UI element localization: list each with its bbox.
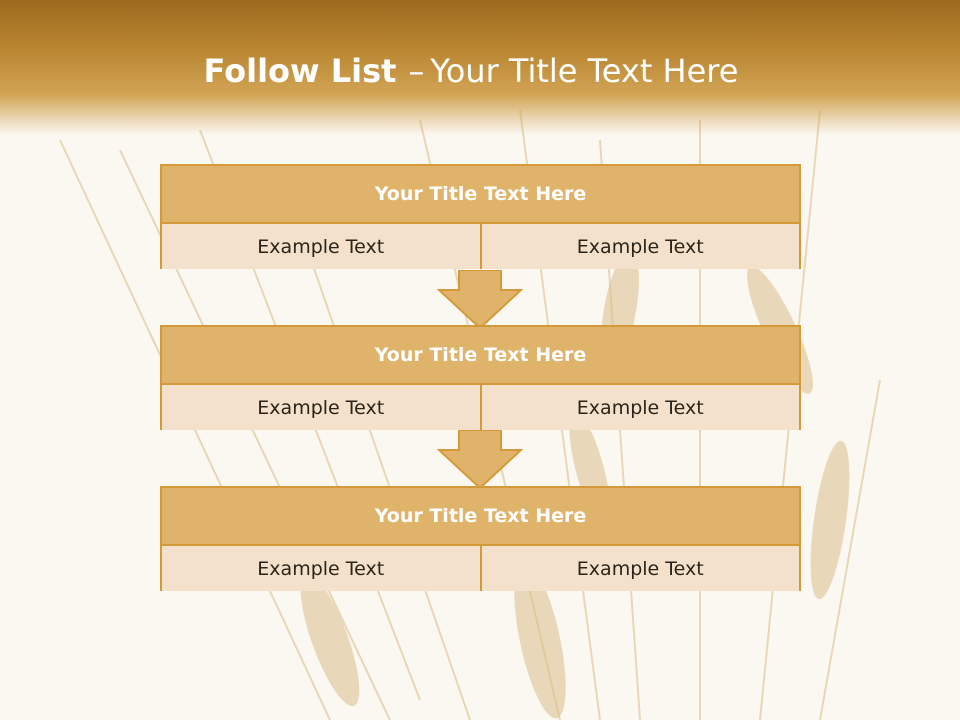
step-cell-left: Example Text bbox=[162, 385, 480, 430]
down-arrow-icon bbox=[437, 270, 523, 330]
slide-title-bold: Follow List bbox=[203, 52, 397, 90]
step-row: Example Text Example Text bbox=[162, 224, 799, 269]
step-block-3: Your Title Text Here Example Text Exampl… bbox=[160, 486, 801, 591]
slide-title: Follow List–Your Title Text Here bbox=[0, 52, 942, 90]
step-cell-left: Example Text bbox=[162, 546, 480, 591]
slide-title-separator: – bbox=[408, 52, 425, 90]
step-cell-right: Example Text bbox=[479, 546, 799, 591]
step-title: Your Title Text Here bbox=[162, 327, 799, 385]
step-cell-left: Example Text bbox=[162, 224, 480, 269]
down-arrow-icon bbox=[437, 430, 523, 490]
step-row: Example Text Example Text bbox=[162, 546, 799, 591]
step-block-1: Your Title Text Here Example Text Exampl… bbox=[160, 164, 801, 269]
step-block-2: Your Title Text Here Example Text Exampl… bbox=[160, 325, 801, 430]
header-band bbox=[0, 0, 960, 135]
step-cell-right: Example Text bbox=[479, 224, 799, 269]
step-title: Your Title Text Here bbox=[162, 488, 799, 546]
step-cell-right: Example Text bbox=[479, 385, 799, 430]
slide-title-rest: Your Title Text Here bbox=[430, 52, 739, 90]
step-row: Example Text Example Text bbox=[162, 385, 799, 430]
step-title: Your Title Text Here bbox=[162, 166, 799, 224]
